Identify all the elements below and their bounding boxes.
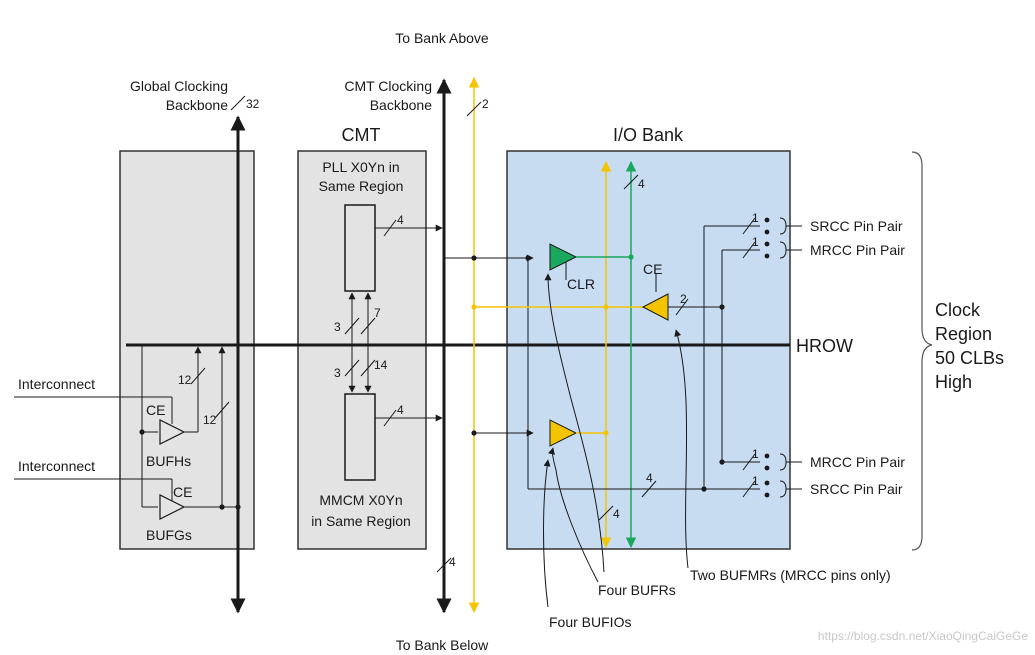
- bufg-ce-label: CE: [173, 484, 192, 500]
- bufhs-label: BUFHs: [146, 453, 191, 469]
- to-bank-above-label: To Bank Above: [395, 30, 489, 46]
- to-bank-below-label: To Bank Below: [396, 637, 489, 653]
- cmt-backbone-label-2: Backbone: [370, 97, 432, 113]
- pll-label-2: Same Region: [319, 178, 404, 194]
- pin-pair-srcc-bottom: [764, 480, 802, 498]
- global-backbone-label-2: Backbone: [166, 97, 228, 113]
- cmt-backbone-width: 2: [482, 97, 489, 111]
- mmcm-out-width: 4: [397, 403, 404, 417]
- pll-mmcm-left-width: 3: [334, 320, 341, 334]
- bufh-buffer: [159, 419, 186, 445]
- clock-region-brace: [911, 151, 933, 551]
- global-backbone-label-1: Global Clocking: [130, 78, 228, 94]
- hrow-label: HROW: [796, 336, 853, 356]
- mrcc-top-label: MRCC Pin Pair: [810, 242, 905, 258]
- mrcc-bottom-label: MRCC Pin Pair: [810, 454, 905, 470]
- pll-label-1: PLL X0Yn in: [322, 159, 399, 175]
- bufg-bus-width: 12: [203, 413, 217, 427]
- io-green-bus-width: 4: [638, 177, 645, 191]
- clock-region-label-2: Region: [935, 324, 992, 344]
- bufmr-ce-label: CE: [643, 261, 662, 277]
- pll-block: [344, 204, 376, 292]
- bufr-buffer: [549, 243, 578, 271]
- io-bank-panel: [506, 150, 791, 550]
- bufgs-label: BUFGs: [146, 527, 192, 543]
- mmcm-label-2: in Same Region: [311, 513, 411, 529]
- interconnect-bottom-label: Interconnect: [18, 458, 95, 474]
- bufg-buffer: [159, 494, 186, 520]
- cmt-title: CMT: [342, 125, 381, 145]
- pin-pair-srcc-top: [764, 217, 802, 235]
- clock-region-label-1: Clock: [935, 300, 981, 320]
- clr-label: CLR: [567, 276, 595, 292]
- mrcc-bottom-width: 1: [752, 447, 759, 461]
- pin-bus-width: 4: [646, 471, 653, 485]
- mmcm-up-left-width: 3: [334, 366, 341, 380]
- bufh-ce-label: CE: [146, 402, 165, 418]
- pin-pair-mrcc-bottom: [764, 453, 802, 471]
- cmt-bottom-width: 4: [449, 555, 456, 569]
- clock-region-label-3: 50 CLBs: [935, 348, 1004, 368]
- watermark-text: https://blog.csdn.net/XiaoQingCaiGeGe: [818, 629, 1028, 643]
- srcc-top-width: 1: [752, 211, 759, 225]
- io-bank-title: I/O Bank: [613, 125, 684, 145]
- srcc-bottom-width: 1: [752, 474, 759, 488]
- cmt-backbone-label-1: CMT Clocking: [344, 78, 432, 94]
- srcc-top-label: SRCC Pin Pair: [810, 218, 903, 234]
- mmcm-up-right-width: 14: [374, 358, 388, 372]
- pll-mmcm-right-width: 7: [374, 306, 381, 320]
- srcc-bottom-label: SRCC Pin Pair: [810, 481, 903, 497]
- four-bufios-label: Four BUFIOs: [549, 614, 631, 630]
- four-bufrs-label: Four BUFRs: [598, 582, 676, 598]
- global-backbone-width: 32: [246, 97, 260, 111]
- pin-pair-mrcc-top: [764, 241, 802, 259]
- clock-region-label-4: High: [935, 372, 972, 392]
- bufh-bus-width: 12: [178, 373, 192, 387]
- pll-out-width: 4: [397, 213, 404, 227]
- mmcm-block: [344, 393, 376, 481]
- bufio-buffer: [549, 419, 578, 447]
- mmcm-label-1: MMCM X0Yn: [319, 492, 402, 508]
- two-bufmrs-label: Two BUFMRs (MRCC pins only): [690, 567, 891, 583]
- io-yellow-bus-width: 4: [613, 507, 620, 521]
- interconnect-top-label: Interconnect: [18, 376, 95, 392]
- bufmr-in-width: 2: [680, 292, 687, 306]
- mrcc-top-width: 1: [752, 235, 759, 249]
